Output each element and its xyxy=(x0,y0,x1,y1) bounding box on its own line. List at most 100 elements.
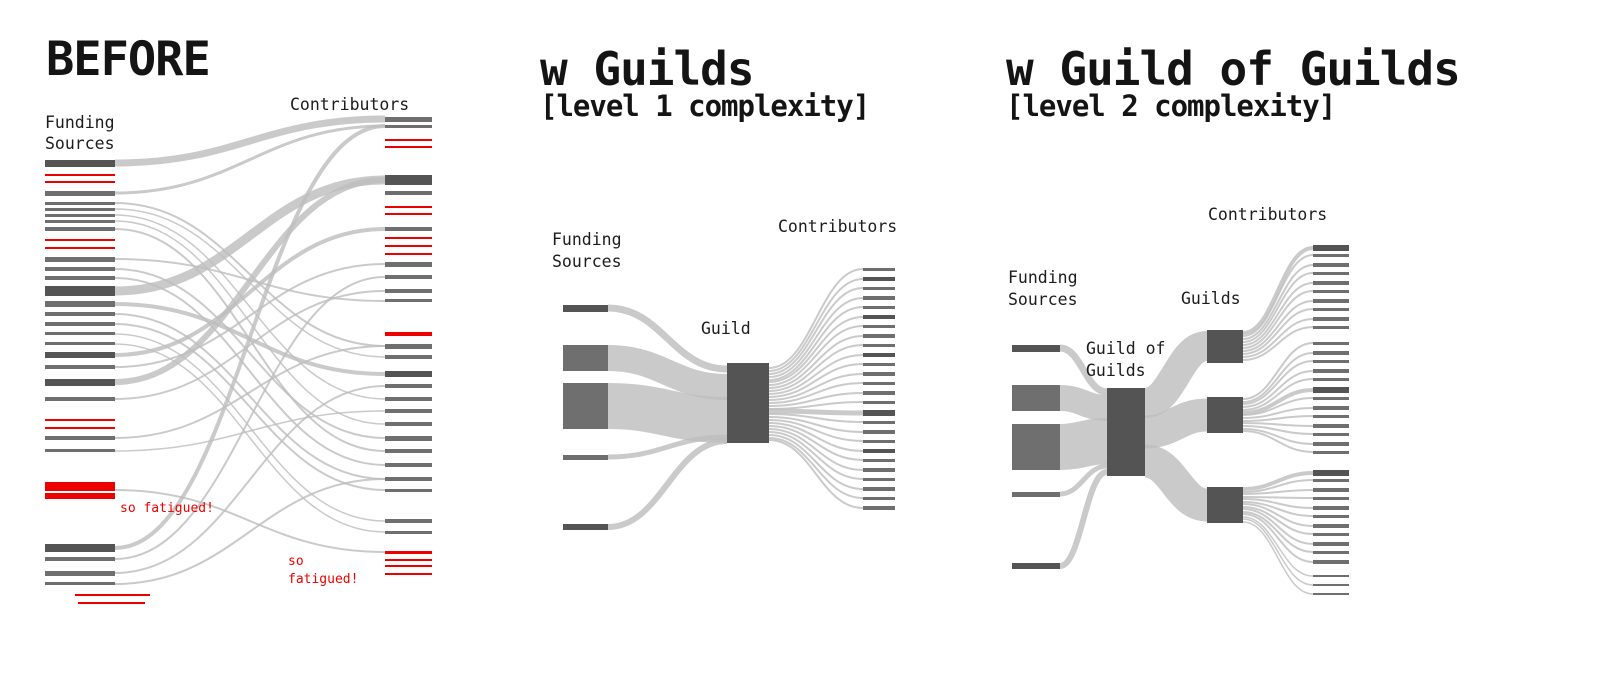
contributor-bar xyxy=(863,468,895,472)
flow-link xyxy=(768,392,864,407)
contributor-bar xyxy=(1313,387,1349,393)
flow-link xyxy=(1242,407,1314,419)
funding-source-bar xyxy=(45,257,115,262)
flow-link xyxy=(114,290,386,400)
contributor-bar xyxy=(1313,506,1349,510)
flow-link xyxy=(768,425,864,461)
contributor-bar xyxy=(863,296,895,300)
funding-source-bar xyxy=(45,342,115,345)
contributor-bar xyxy=(385,531,432,534)
underline-bar xyxy=(78,602,145,604)
flow-link xyxy=(1242,428,1314,445)
flow-link xyxy=(768,335,864,389)
flow-link xyxy=(114,227,386,357)
flow-link xyxy=(1242,326,1314,361)
funding-sources-label: Funding xyxy=(1008,268,1078,287)
funding-source-bar xyxy=(1012,345,1060,352)
flow-link xyxy=(768,363,864,398)
flow-link xyxy=(768,382,864,404)
funding-sources-label: Sources xyxy=(1008,290,1078,309)
flow-link xyxy=(114,175,386,296)
flow-link xyxy=(768,297,864,378)
funding-source-bar xyxy=(1012,563,1060,569)
funding-source-bar xyxy=(45,191,115,196)
contributor-bar xyxy=(863,287,895,290)
funding-source-bar xyxy=(45,332,115,335)
funding-source-bar xyxy=(45,582,115,585)
flow-link xyxy=(114,323,386,491)
funding-source-bar xyxy=(45,276,115,280)
contributor-bar xyxy=(385,344,432,349)
flow-link xyxy=(607,434,728,460)
contributor-bar xyxy=(863,506,895,510)
flow-link xyxy=(607,345,728,400)
flow-link xyxy=(1242,511,1314,553)
funding-source-bar xyxy=(45,482,115,491)
guild-node xyxy=(1207,397,1243,433)
flow-link xyxy=(768,316,864,383)
flow-link xyxy=(114,177,386,385)
contributor-bar xyxy=(1313,369,1349,373)
flow-link xyxy=(114,313,386,480)
funding-source-bar xyxy=(1012,385,1060,411)
flow-link xyxy=(114,343,386,533)
funding-source-bar xyxy=(45,322,115,326)
flow-link xyxy=(1242,397,1314,416)
contributor-bar xyxy=(385,489,432,492)
flow-link xyxy=(768,306,864,381)
contributor-bar xyxy=(1313,290,1349,293)
contributor-bar xyxy=(863,391,895,395)
flow-link xyxy=(1142,444,1210,522)
contributor-bar xyxy=(1313,542,1349,546)
contributor-bar xyxy=(863,277,895,281)
funding-sources-label: Sources xyxy=(552,252,622,271)
flow-link xyxy=(114,202,386,347)
flow-link xyxy=(1242,506,1314,535)
flow-link xyxy=(1242,518,1314,586)
guild-of-guilds-title: w Guild of Guilds xyxy=(1006,42,1461,96)
contributor-bar xyxy=(1313,272,1349,275)
contributor-bar xyxy=(385,139,432,141)
fatigue-annotation: so fatigued! xyxy=(120,501,214,516)
contributor-bar xyxy=(385,332,432,336)
contributor-bar xyxy=(1313,406,1349,410)
contributor-bar xyxy=(1313,497,1349,500)
contributor-bar xyxy=(1313,593,1349,595)
contributor-bar xyxy=(385,206,432,208)
contributor-bar xyxy=(385,289,432,293)
contributor-bar xyxy=(1313,351,1349,355)
flow-link xyxy=(1242,370,1314,408)
flow-link xyxy=(1242,503,1314,527)
contributor-bar xyxy=(1313,397,1349,400)
flow-link xyxy=(768,416,864,433)
contributor-bar xyxy=(385,422,432,426)
contributor-bar xyxy=(385,213,432,215)
guild-of-guilds-label: Guild of xyxy=(1086,339,1165,358)
flow-link xyxy=(1242,508,1314,545)
before-title: BEFORE xyxy=(46,32,211,87)
contributor-bar xyxy=(385,551,432,554)
flow-link xyxy=(114,124,386,550)
flow-link xyxy=(1242,516,1314,577)
contributor-bar xyxy=(385,253,432,255)
funding-source-bar xyxy=(45,202,115,205)
flow-link xyxy=(768,422,864,452)
flow-link xyxy=(768,431,864,480)
funding-source-bar xyxy=(45,449,115,452)
flow-link xyxy=(768,354,864,395)
flow-link xyxy=(768,437,864,499)
flow-link xyxy=(768,278,864,372)
flow-link xyxy=(114,489,386,553)
contributor-bar xyxy=(1313,254,1349,257)
funding-sources-label: Sources xyxy=(45,134,115,153)
contributor-bar xyxy=(385,175,432,185)
contributor-bar xyxy=(863,410,895,416)
contributor-bar xyxy=(863,421,895,424)
guild-label: Guild xyxy=(701,319,751,338)
flow-link xyxy=(607,304,728,373)
flow-link xyxy=(1059,469,1108,569)
contributor-bar xyxy=(385,262,432,267)
flow-link xyxy=(1242,300,1314,352)
flow-link xyxy=(1242,521,1314,595)
